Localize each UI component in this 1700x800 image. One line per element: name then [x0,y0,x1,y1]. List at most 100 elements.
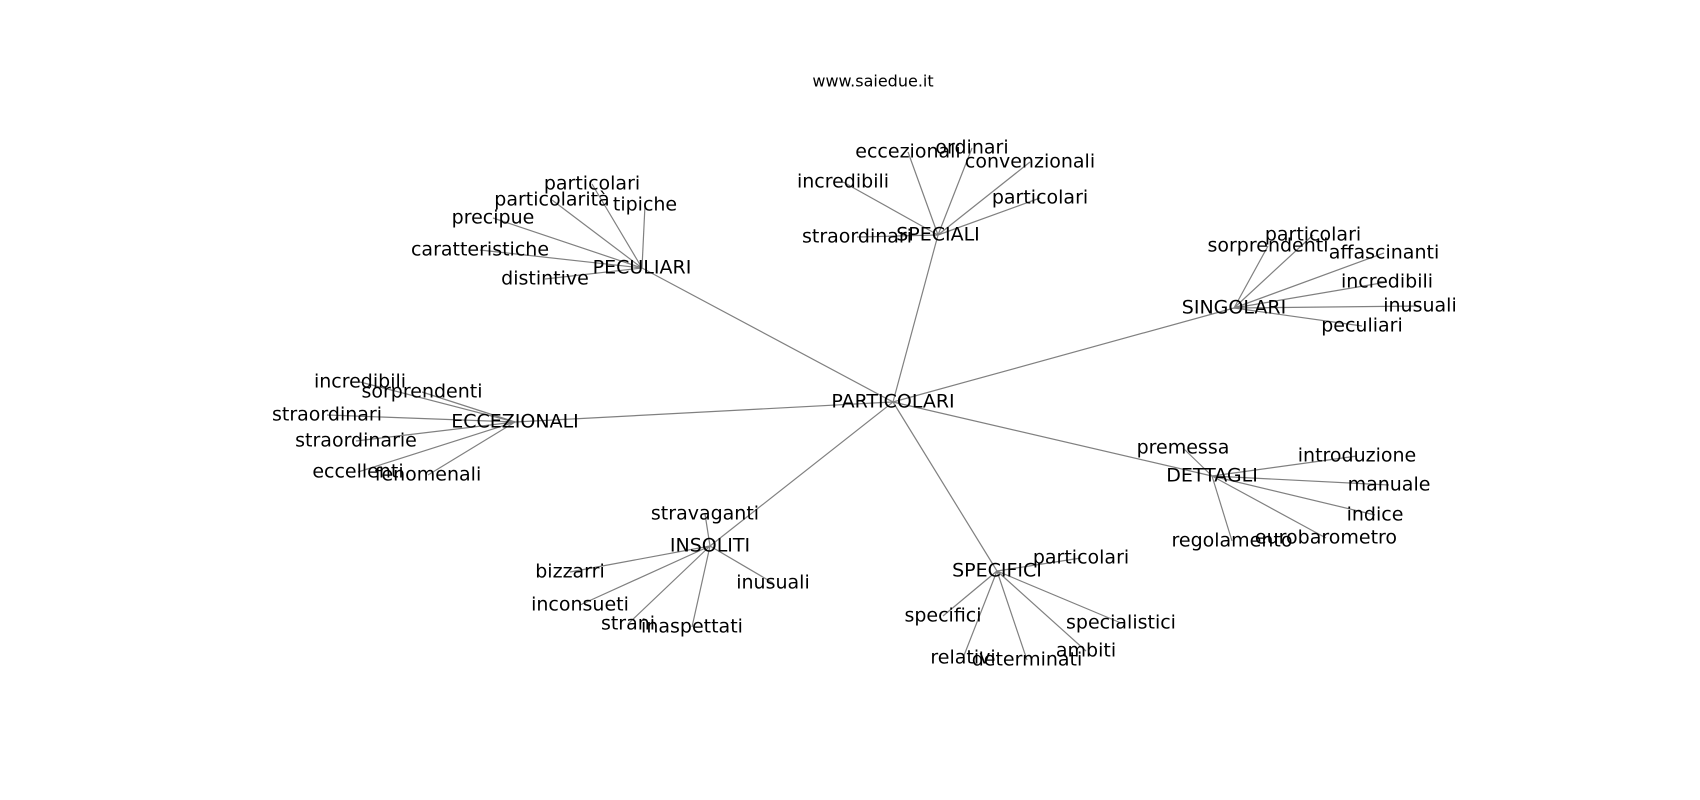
edge-root-to-insoliti [709,401,894,547]
node-leaf: sorprendenti [361,381,482,403]
node-leaf: peculiari [1321,315,1403,337]
node-leaf: ordinari [935,137,1008,159]
node-leaf: inusuali [1383,295,1457,317]
node-leaf: incredibili [1341,271,1433,293]
edge-specifici-to-leaf [962,570,998,659]
node-hub-singolari: SINGOLARI [1182,297,1286,319]
node-leaf: inconsueti [531,594,629,616]
node-leaf: strani [601,613,655,635]
edge-eccezionali-to-leaf [427,421,516,476]
edge-speciali-to-leaf [856,234,939,238]
node-leaf: inusuali [736,572,810,594]
edge-dettagli-to-leaf [1211,475,1327,539]
node-leaf: straordinarie [295,430,417,452]
node-leaf: incredibili [797,171,889,193]
edge-eccezionali-to-leaf [421,391,516,423]
edge-peculiari-to-leaf [591,183,643,269]
node-leaf: indice [1347,504,1404,526]
edge-dettagli-to-leaf [1211,475,1376,516]
node-leaf: stravaganti [651,503,759,525]
edge-specifici-to-leaf [996,570,1028,661]
node-leaf: particolari [1033,547,1129,569]
edge-singolari-to-leaf [1233,281,1388,309]
edge-insoliti-to-leaf [627,545,711,625]
node-leaf: precipue [452,207,535,229]
node-leaf: sorprendenti [1207,235,1328,257]
edge-dettagli-to-leaf [1211,455,1358,477]
node-leaf: relativi [930,647,995,669]
node-leaf: determinati [972,649,1083,671]
node-leaf: incredibili [314,371,406,393]
graph-labels: PARTICOLARIPECULIARIparticolariparticola… [272,137,1457,671]
edge-speciali-to-leaf [937,147,973,236]
graph-edges [326,147,1421,661]
node-hub-dettagli: DETTAGLI [1166,465,1258,487]
edge-speciali-to-leaf [842,181,939,236]
node-root: PARTICOLARI [831,391,954,413]
node-leaf: particolari [544,173,640,195]
edge-eccezionali-to-leaf [326,414,516,423]
edge-singolari-to-leaf [1233,234,1314,309]
site-title: www.saiedue.it [812,72,933,91]
edge-peculiari-to-leaf [479,249,643,269]
node-leaf: regolamento [1171,530,1292,552]
node-leaf: manuale [1348,474,1431,496]
node-leaf: convenzionali [965,151,1095,173]
edge-insoliti-to-leaf [579,545,711,606]
node-leaf: particolari [1265,224,1361,246]
edge-insoliti-to-leaf [704,513,711,547]
node-leaf: straordinari [802,226,912,248]
edge-peculiari-to-leaf [492,217,643,269]
edge-insoliti-to-leaf [709,545,774,584]
node-leaf: eurobarometro [1255,527,1397,549]
edge-singolari-to-leaf [1233,245,1269,309]
node-leaf: eccellenti [312,461,403,483]
node-hub-peculiari: PECULIARI [593,257,692,279]
node-leaf: particolari [992,187,1088,209]
edge-dettagli-to-leaf [1211,475,1233,542]
node-leaf: fenomenali [375,464,482,486]
edge-root-to-singolari [892,307,1235,403]
edge-speciali-to-leaf [907,151,939,236]
edge-eccezionali-to-leaf [355,421,516,442]
edge-insoliti-to-leaf [691,545,711,628]
node-leaf: specifici [904,605,981,627]
node-leaf: ambiti [1056,640,1116,662]
node-hub-speciali: SPECIALI [896,224,980,246]
edge-singolari-to-leaf [1233,252,1385,309]
edge-peculiari-to-leaf [551,199,643,269]
edge-singolari-to-leaf [1233,307,1363,327]
edge-eccezionali-to-leaf [357,421,516,473]
node-leaf: introduzione [1298,445,1417,467]
node-hub-eccezionali: ECCEZIONALI [451,411,579,433]
node-leaf: caratteristiche [411,239,549,261]
edge-root-to-eccezionali [514,401,894,423]
node-leaf: inaspettati [641,616,743,638]
node-leaf: bizzarri [535,561,605,583]
node-leaf: eccezionali [855,141,960,163]
edge-root-to-speciali [892,234,939,403]
node-leaf: distintive [501,268,589,290]
edge-root-to-dettagli [892,401,1213,477]
edge-specifici-to-leaf [996,557,1082,572]
edge-specifici-to-leaf [996,570,1087,652]
node-leaf: straordinari [272,404,382,426]
edge-speciali-to-leaf [937,161,1031,236]
edge-peculiari-to-leaf [641,204,646,269]
node-leaf: particolarità [494,189,609,211]
edge-root-to-specifici [892,401,998,572]
edge-specifici-to-leaf [942,570,998,617]
edge-dettagli-to-leaf [1182,447,1213,477]
edge-insoliti-to-leaf [569,545,711,573]
edge-dettagli-to-leaf [1211,475,1390,486]
edge-speciali-to-leaf [937,197,1041,236]
node-leaf: premessa [1137,437,1230,459]
node-hub-insoliti: INSOLITI [670,535,750,557]
edge-peculiari-to-leaf [544,267,643,280]
node-hub-specifici: SPECIFICI [952,560,1042,582]
node-leaf: specialistici [1066,612,1176,634]
edge-singolari-to-leaf [1233,305,1421,309]
node-leaf: affascinanti [1329,242,1439,264]
node-leaf: tipiche [613,194,677,216]
